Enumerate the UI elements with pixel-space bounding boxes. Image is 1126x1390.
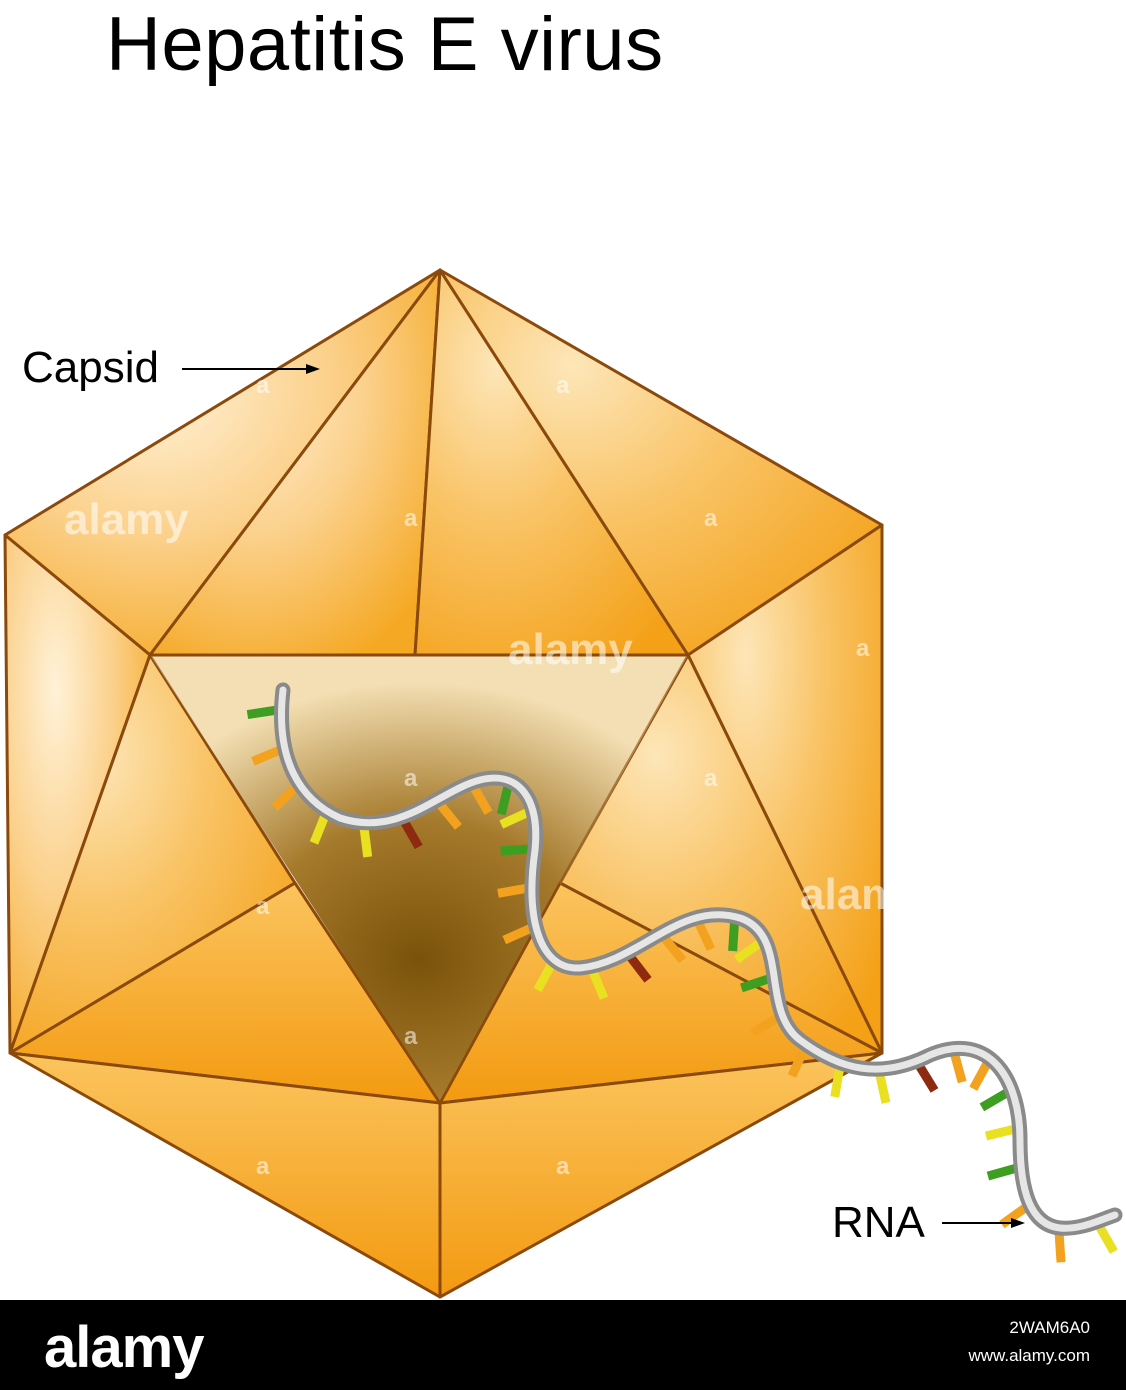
capsid-face [438,1051,884,1299]
watermark: a [256,893,270,920]
image-id: 2WAM6A0 [1009,1318,1090,1337]
watermark: a [256,372,270,399]
watermark: alamy [64,495,189,544]
watermark: a [404,765,418,792]
watermark: a [404,1023,418,1050]
watermark: a [256,1153,270,1180]
watermark: a [556,372,570,399]
rna-label: RNA [832,1198,925,1247]
alamy-logo: alamy [44,1315,204,1380]
watermark: alamy [508,625,633,674]
footer-bar: alamy 2WAM6A0 www.alamy.com [0,1300,1126,1390]
page-title: Hepatitis E virus [106,2,664,87]
watermark: a [704,765,718,792]
hepatitis-e-virus-diagram [3,268,1123,1299]
rna-ribbon-highlight [278,686,1119,1232]
rna-arrow [942,1218,1025,1228]
site-url: www.alamy.com [968,1346,1090,1365]
rna-strand [246,682,1123,1263]
image-credit: 2WAM6A0 www.alamy.com [968,1314,1090,1370]
watermark: a [704,505,718,532]
capsid [3,268,884,1299]
watermark: a [556,1153,570,1180]
watermark: a [404,505,418,532]
watermark: a [856,635,870,662]
watermark: alamy [800,870,925,919]
capsid-arrow [182,364,320,374]
capsid-label: Capsid [22,343,159,392]
